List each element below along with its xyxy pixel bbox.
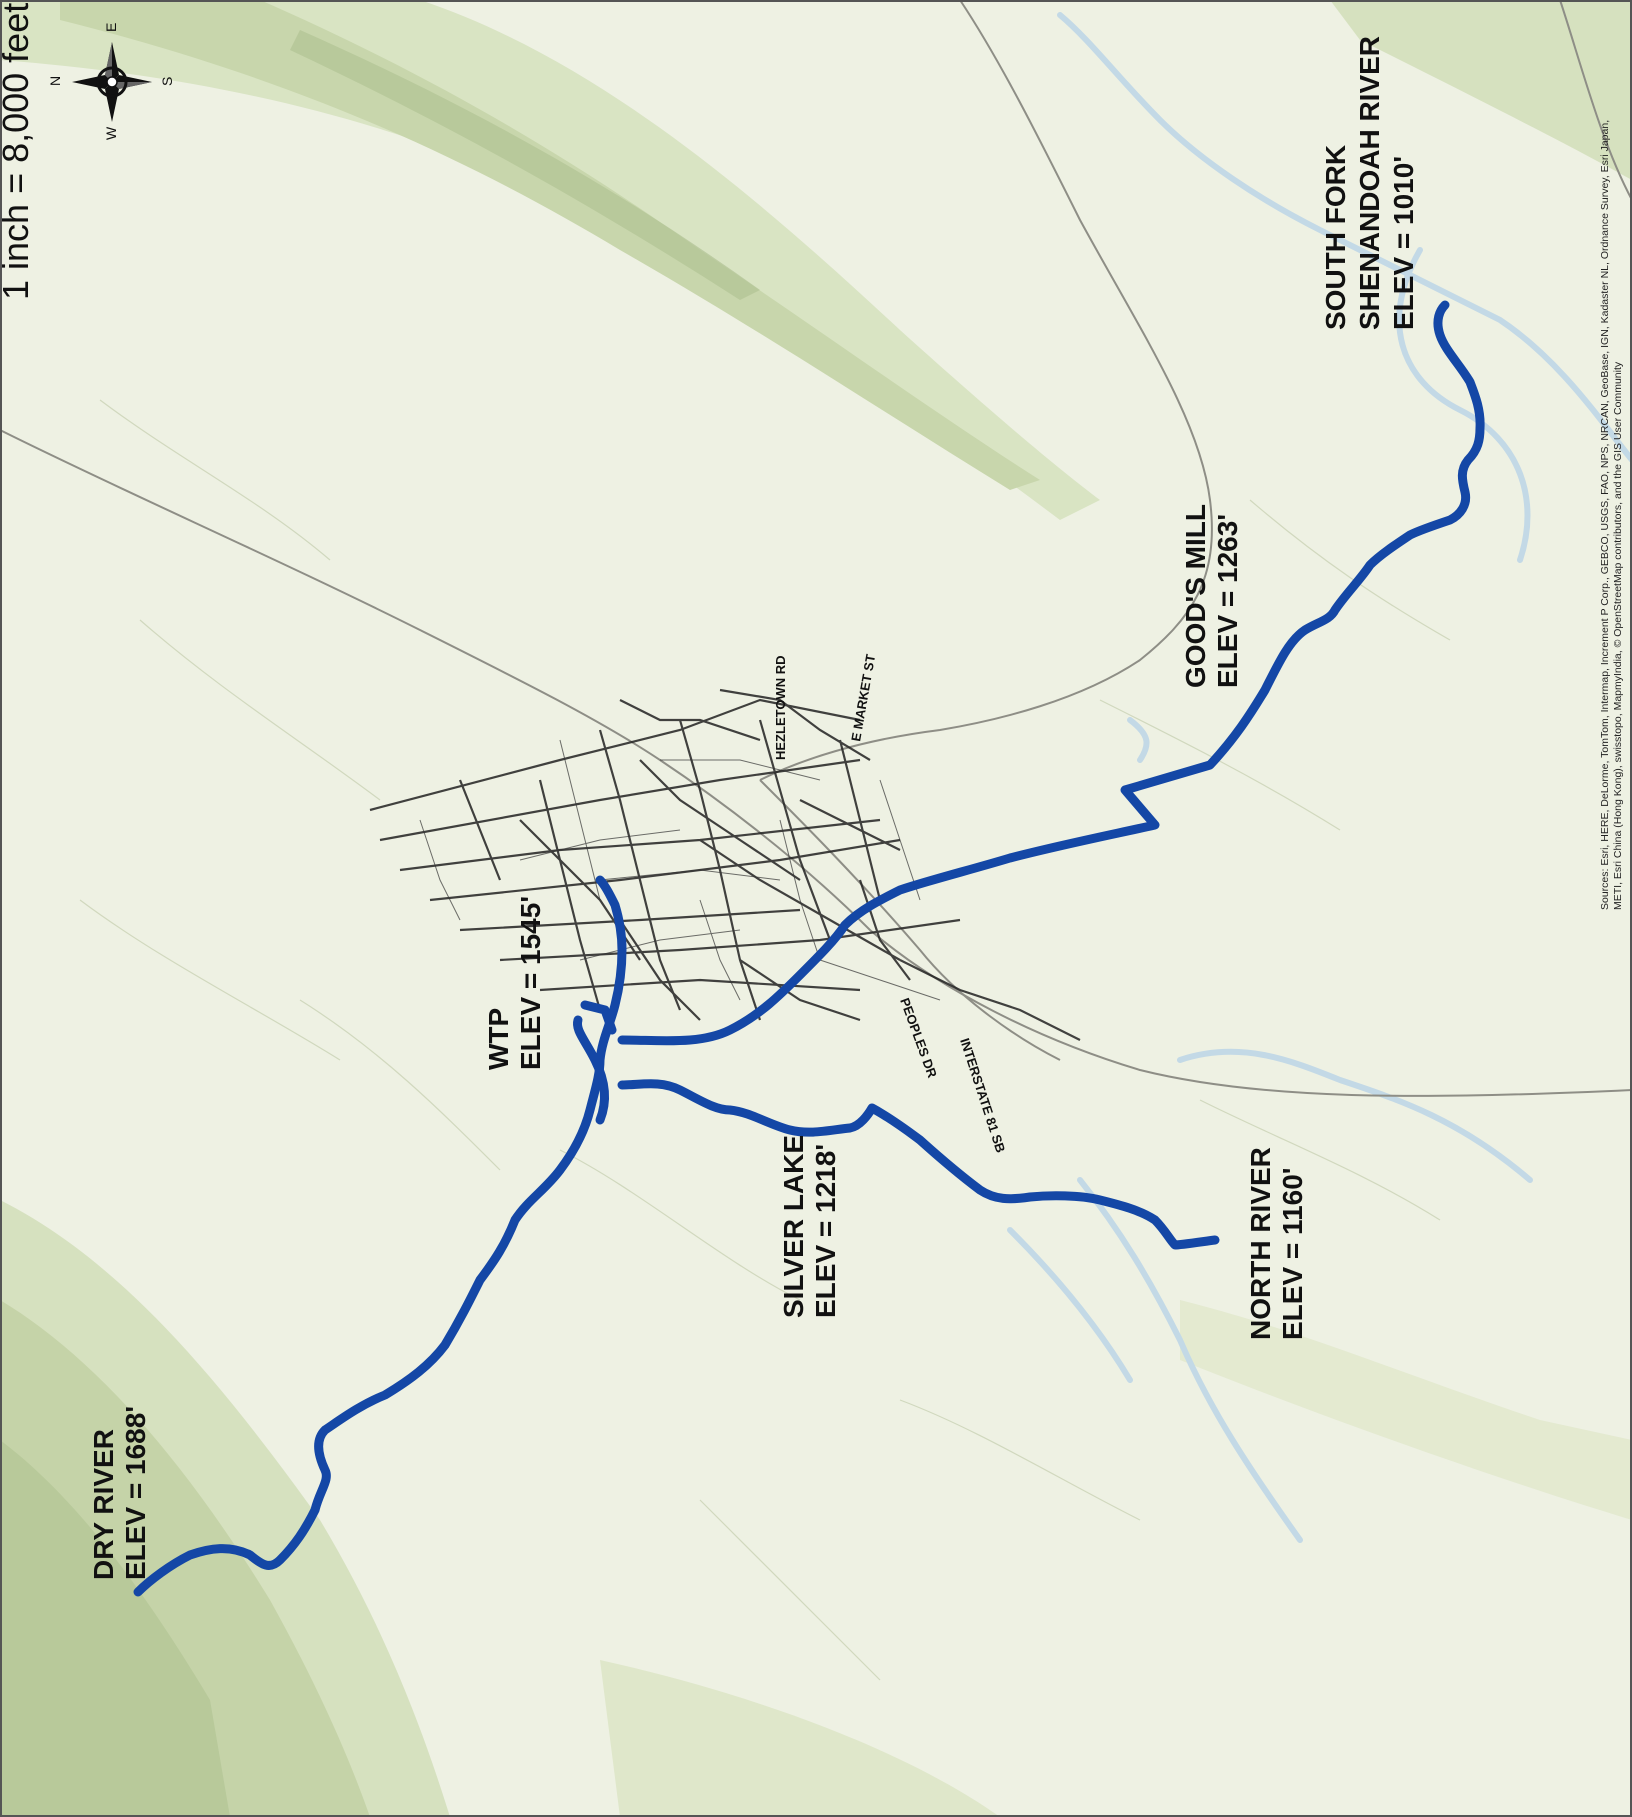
label-goods-mill-elev: ELEV = 1263' — [1212, 514, 1243, 688]
compass-w: W — [103, 126, 119, 140]
compass-n: N — [47, 76, 63, 86]
label-north-river: NORTH RIVER ELEV = 1160' — [1245, 1147, 1308, 1340]
label-north-river-elev: ELEV = 1160' — [1277, 1168, 1308, 1340]
compass-s: S — [159, 77, 175, 86]
label-wtp: WTP ELEV = 1545' — [483, 896, 546, 1070]
pipeline-wtp-to-goods-mill — [617, 300, 1485, 1046]
label-dry-river-name: DRY RIVER — [88, 1429, 119, 1580]
label-silver-lake: SILVER LAKE ELEV = 1218' — [778, 1135, 841, 1318]
label-south-fork-elev: ELEV = 1010' — [1388, 156, 1419, 330]
label-dry-river: DRY RIVER ELEV = 1688' — [88, 1406, 151, 1580]
label-goods-mill-name: GOOD'S MILL — [1180, 504, 1211, 688]
map-credits: Sources: Esri, HERE, DeLorme, TomTom, In… — [1599, 120, 1624, 910]
town-streets-fine — [419, 739, 941, 1001]
pipeline-wtp-loop — [572, 1015, 609, 1125]
label-silver-lake-elev: ELEV = 1218' — [810, 1144, 841, 1318]
credits-line-1: Sources: Esri, HERE, DeLorme, TomTom, In… — [1599, 120, 1611, 910]
compass-icon: N E S W — [47, 23, 175, 140]
label-wtp-elev: ELEV = 1545' — [515, 896, 546, 1070]
label-dry-river-elev: ELEV = 1688' — [120, 1406, 151, 1580]
pipeline-dry-river-to-wtp — [133, 875, 627, 1597]
compass-e: E — [103, 23, 119, 32]
credits-line-2: METI, Esri China (Hong Kong), swisstopo,… — [1612, 361, 1624, 910]
label-silver-lake-name: SILVER LAKE — [778, 1135, 809, 1318]
pipeline-routes — [133, 300, 1485, 1597]
label-south-fork-river: SHENANDOAH RIVER — [1354, 36, 1385, 330]
label-south-fork-name: SOUTH FORK — [1320, 145, 1351, 330]
label-south-fork: SOUTH FORK SHENANDOAH RIVER ELEV = 1010' — [1320, 36, 1419, 330]
label-north-river-name: NORTH RIVER — [1245, 1147, 1276, 1340]
label-goods-mill: GOOD'S MILL ELEV = 1263' — [1180, 504, 1243, 688]
highways — [0, 0, 1632, 1097]
point-labels: DRY RIVER ELEV = 1688' WTP ELEV = 1545' … — [88, 36, 1419, 1580]
pipeline-wtp-spur — [580, 1000, 617, 1035]
rivers — [1007, 12, 1632, 1543]
street-label-hezletown-rd: HEZLETOWN RD — [773, 656, 788, 760]
pipeline-wtp-to-north-river — [617, 1079, 1220, 1250]
contour-lines — [79, 399, 1451, 1681]
scale-text: 1 inch = 8,000 feet — [0, 3, 36, 300]
label-wtp-name: WTP — [483, 1008, 514, 1070]
